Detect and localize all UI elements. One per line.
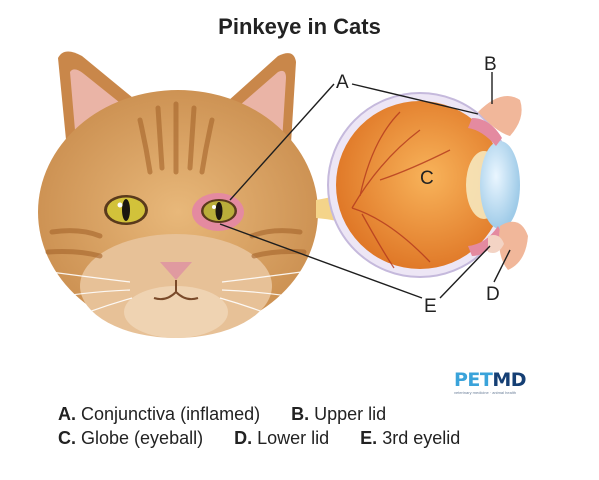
leader-a-face bbox=[229, 83, 335, 201]
legend-item-d: D. Lower lid bbox=[234, 428, 330, 448]
tabby-stripes bbox=[45, 101, 307, 259]
petmd-logo: PETMD veterinary medicine · animal healt… bbox=[454, 370, 534, 395]
leader-lines bbox=[219, 72, 511, 299]
logo-tagline: veterinary medicine · animal health bbox=[454, 390, 517, 395]
legend-item-e: E. 3rd eyelid bbox=[360, 428, 461, 448]
cat-face bbox=[35, 51, 318, 338]
nose bbox=[160, 262, 192, 280]
mouth bbox=[153, 280, 199, 301]
legend-item-a: A. Conjunctiva (inflamed) bbox=[58, 404, 261, 424]
upper-lid bbox=[478, 96, 522, 136]
leader-d bbox=[493, 249, 511, 283]
page-title: Pinkeye in Cats bbox=[218, 14, 381, 39]
legend-item-b: B. Upper lid bbox=[291, 404, 387, 424]
label-e: E bbox=[424, 296, 437, 317]
leader-a-eye bbox=[351, 83, 479, 115]
cat-left-eye bbox=[104, 195, 148, 225]
leader-e-eye bbox=[439, 245, 491, 299]
leader-e-face bbox=[219, 223, 423, 299]
legend-item-c: C. Globe (eyeball) bbox=[58, 428, 204, 448]
logo-wordmark: PETMD bbox=[454, 369, 527, 391]
label-d: D bbox=[486, 284, 500, 305]
retinal-vessels bbox=[351, 111, 451, 269]
legend-row-2: C. Globe (eyeball) D. Lower lid E. 3rd e… bbox=[58, 427, 486, 449]
eye-cross-section bbox=[316, 92, 528, 278]
label-b: B bbox=[484, 54, 497, 75]
legend-row-1: A. Conjunctiva (inflamed) B. Upper lid bbox=[58, 403, 412, 425]
conjunctiva bbox=[468, 118, 502, 146]
whiskers bbox=[35, 269, 317, 327]
cornea bbox=[480, 141, 520, 229]
label-a: A bbox=[336, 72, 349, 93]
conjunctiva-lower bbox=[468, 226, 502, 256]
label-c: C bbox=[420, 168, 434, 189]
cat-right-eye-inflamed bbox=[192, 193, 244, 231]
third-eyelid bbox=[488, 235, 504, 253]
chin bbox=[124, 286, 228, 338]
